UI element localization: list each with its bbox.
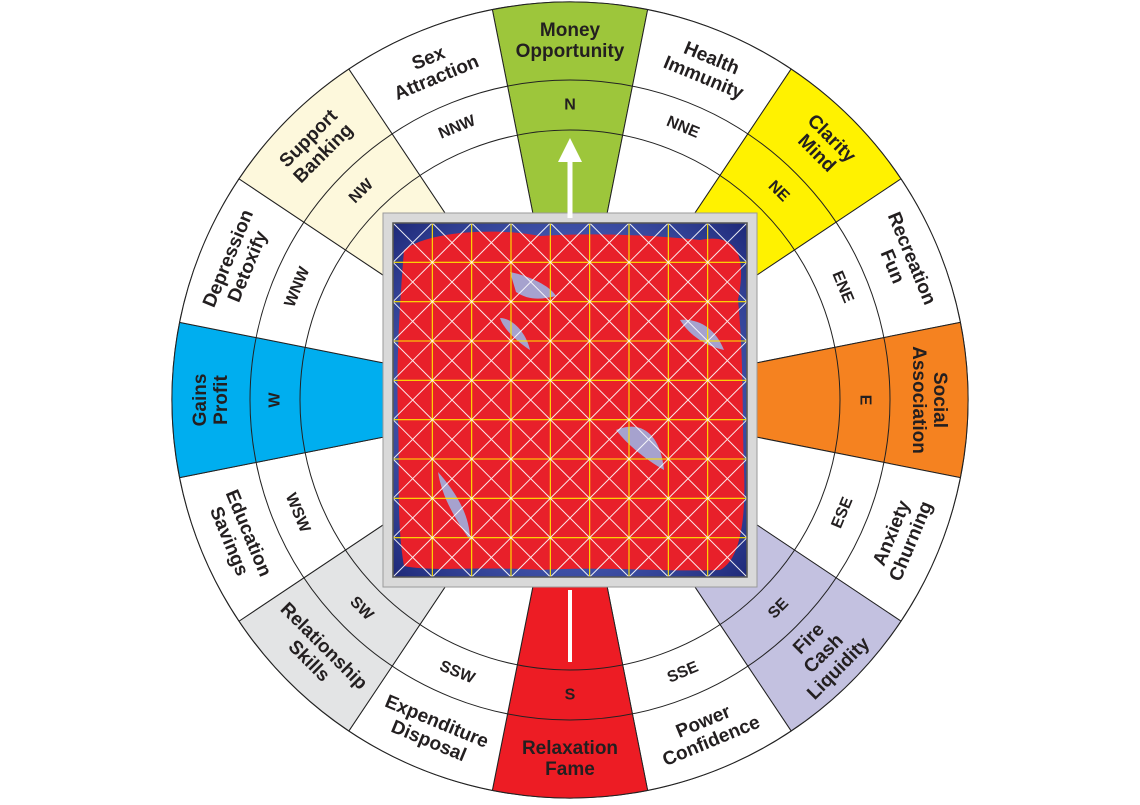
grid-diagonals <box>392 222 748 578</box>
zone-code-n: N <box>564 97 576 114</box>
figure-gap <box>438 472 470 540</box>
zone-label-e: Social <box>929 372 950 428</box>
zone-sector-w <box>171 321 571 479</box>
zone-code-e: E <box>857 395 874 406</box>
zone-label-s: Relaxation <box>522 738 618 759</box>
vastu-grid-square <box>382 212 758 588</box>
rings <box>249 79 891 721</box>
zone-label-w: Profit <box>211 375 232 425</box>
zone-code-w: W <box>267 392 284 408</box>
figure-gap <box>510 272 556 299</box>
zone-label-n: Money <box>540 20 601 41</box>
arrow-up-icon <box>558 138 582 162</box>
zone-label-e: Association <box>908 346 929 454</box>
zone-label-n: Opportunity <box>516 41 625 62</box>
zone-code-s: S <box>565 687 576 704</box>
direction-markers <box>558 138 582 662</box>
zone-label-w: Gains <box>190 374 211 427</box>
zone-sector-e <box>569 321 969 479</box>
zone-label-s: Fame <box>545 759 595 780</box>
grid-border <box>392 222 748 578</box>
middle-ring <box>249 79 891 721</box>
inner-ring <box>299 129 841 671</box>
figure-gap <box>500 318 530 350</box>
